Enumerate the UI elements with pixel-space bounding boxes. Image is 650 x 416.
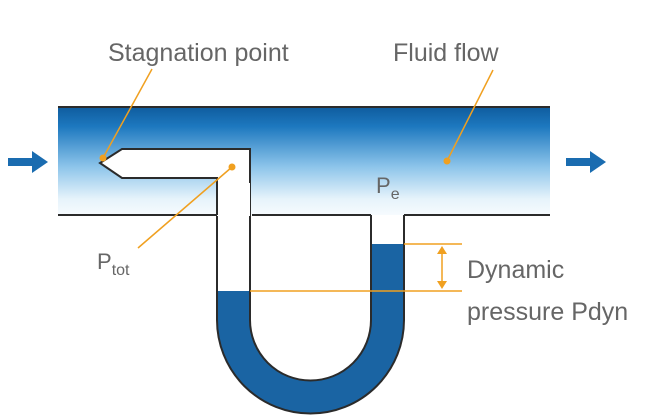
arrow-right-icon: [8, 151, 48, 173]
ptot-leader: [137, 166, 233, 249]
manometer-fluid: [217, 244, 404, 414]
pressure-e-subscript: e: [391, 186, 400, 203]
stagnation-leader: [102, 68, 153, 159]
ptot-dot: [228, 163, 236, 171]
pressure-total-label: Ptot: [97, 249, 130, 279]
pressure-e-label: Pe: [376, 173, 400, 203]
u-tube-inner-wall: [249, 183, 372, 382]
u-tube-outer-wall: [216, 215, 405, 415]
pitot-probe: [98, 148, 251, 216]
dynamic-pressure-label-line2: pressure Pdyn: [467, 298, 628, 326]
fluid-flow-dot: [443, 157, 451, 165]
stagnation-dot: [99, 154, 107, 162]
fluid-flow-leader: [446, 69, 494, 162]
pressure-total-subscript: tot: [112, 262, 130, 279]
u-tube-manometer: [216, 183, 405, 415]
stagnation-point-label: Stagnation point: [108, 39, 289, 67]
pressure-e-main: P: [376, 173, 391, 198]
leader-lines: [102, 68, 494, 292]
pressure-total-main: P: [97, 249, 112, 274]
arrow-right-icon: [566, 151, 606, 173]
leader-dots: [99, 154, 451, 171]
fluid-flow-label: Fluid flow: [393, 39, 500, 67]
dynamic-pressure-dimension: [437, 246, 447, 289]
dynamic-pressure-label-line1: Dynamic: [467, 256, 564, 284]
